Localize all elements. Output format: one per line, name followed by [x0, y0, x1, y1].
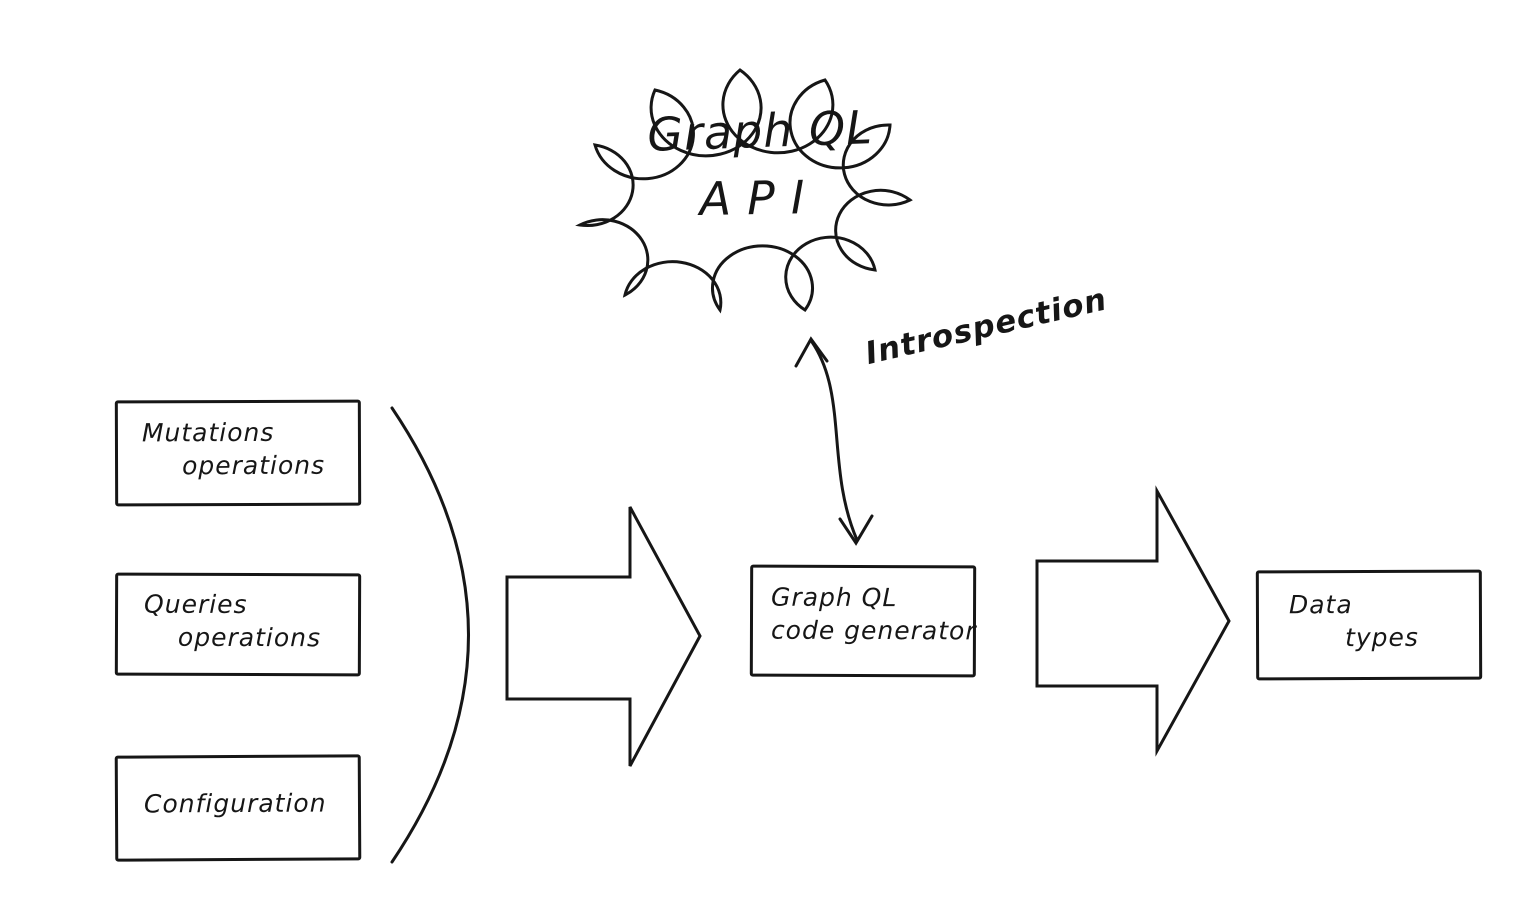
mutations-operations-box: Mutations operations [114, 399, 362, 507]
grouping-brace [390, 406, 470, 864]
configuration-box: Configuration [114, 754, 362, 862]
introspection-arrow [810, 340, 859, 542]
flow-arrow-right [1035, 485, 1231, 757]
mutations-box-line2: operations [181, 450, 326, 480]
data-types-box-line1: Data [1288, 590, 1353, 620]
queries-box-line2: operations [177, 622, 322, 652]
generator-box-line1: Graph QL [771, 582, 898, 613]
data-types-box-line2: types [1344, 622, 1419, 652]
introspection-arrowhead-top [794, 336, 829, 368]
mutations-box-line1: Mutations [141, 417, 275, 448]
data-types-box: Data types [1255, 569, 1483, 681]
graphql-code-generator-box: Graph QL code generator [749, 564, 977, 678]
generator-box-line2: code generator [770, 615, 977, 645]
introspection-arrowhead-bottom [838, 514, 874, 546]
cloud-label-line1: Graph QL [646, 100, 874, 162]
queries-operations-box: Queries operations [114, 572, 362, 677]
cloud-label: Graph QL API [595, 98, 925, 231]
cloud-label-line2: API [699, 169, 821, 226]
queries-box-line1: Queries [144, 589, 248, 620]
flow-arrow-left [505, 506, 702, 767]
cloud-shape [575, 68, 913, 314]
configuration-box-line1: Configuration [143, 788, 327, 819]
